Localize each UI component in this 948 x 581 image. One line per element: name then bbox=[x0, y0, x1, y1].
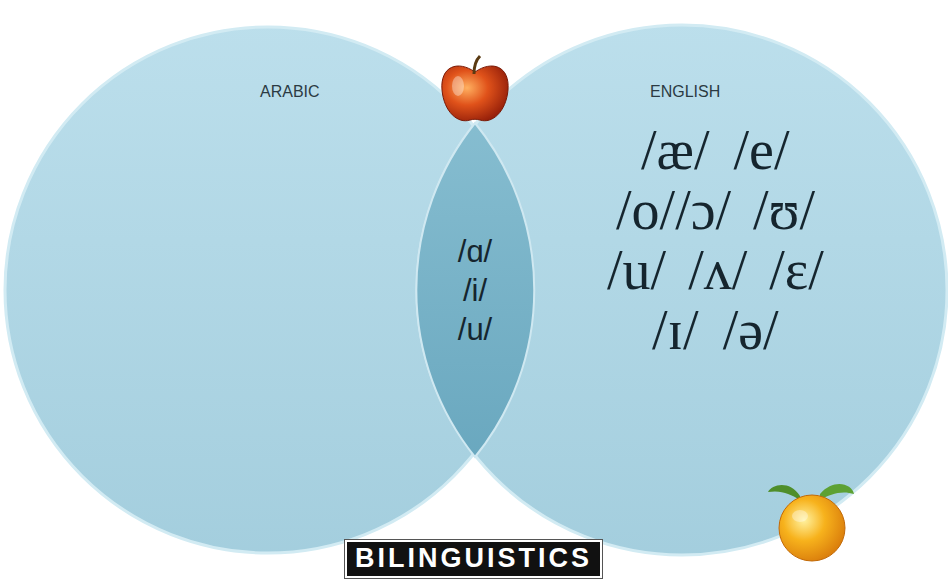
vowel-row: /æ/ /e/ bbox=[641, 122, 789, 178]
language-heading: ENGLISH bbox=[650, 83, 720, 101]
vowel-symbol: /ɔ/ bbox=[675, 182, 731, 238]
vowel-row: /u/ /ʌ/ /ɛ/ bbox=[607, 242, 824, 298]
watermark-logo: BILINGUISTICS bbox=[345, 540, 602, 578]
vowel-symbol: /ʌ/ bbox=[688, 242, 747, 298]
apple-picture bbox=[442, 56, 508, 121]
vowel-symbol: /e/ bbox=[733, 122, 789, 178]
vowel-column: /ɑ/ /i/ /u/ bbox=[415, 123, 535, 457]
vowel-symbol: /o/ bbox=[616, 182, 675, 238]
vowel-symbol: /æ/ bbox=[641, 122, 709, 178]
vowel-symbol: /ə/ bbox=[723, 302, 779, 358]
vowel-row: /o//ɔ/ /ʊ/ bbox=[616, 182, 815, 238]
shared-vowel: /ɑ/ bbox=[458, 236, 492, 267]
overlap-region: /ɑ/ /i/ /u/ bbox=[415, 123, 535, 457]
orange-picture bbox=[768, 484, 854, 561]
language-circle: ENGLISH/æ/ /e/ /o//ɔ/ /ʊ/ /u/ /ʌ/ /ɛ/ /ɪ/ /ə/ /ɑ/… bbox=[415, 23, 948, 557]
vowel-row: /ɪ/ /ə/ bbox=[652, 302, 779, 358]
vowel-symbol: /u/ bbox=[607, 242, 666, 298]
vowel-symbol: /ɪ/ bbox=[652, 302, 699, 358]
shared-vowel: /i/ bbox=[463, 275, 487, 306]
vowel-symbol: /ɛ/ bbox=[769, 242, 824, 298]
language-heading: ARABIC bbox=[260, 83, 320, 101]
shared-vowel: /u/ bbox=[458, 314, 492, 345]
vowel-symbol: /ʊ/ bbox=[753, 182, 815, 238]
